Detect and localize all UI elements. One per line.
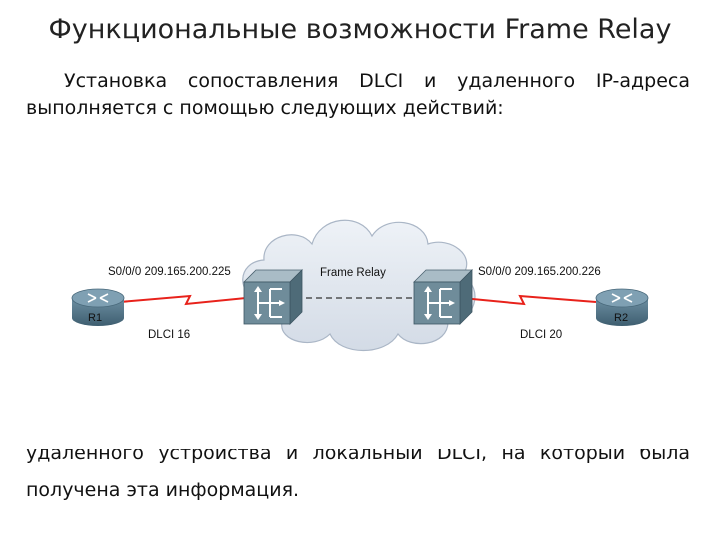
frame-relay-switch-left [243,269,303,325]
slide-title: Функциональные возможности Frame Relay [48,14,672,45]
bottom-line-1: удаленного устройства и локальный DLCI, … [26,449,690,469]
cloud-label: Frame Relay [320,267,386,279]
router-r2-label: R2 [614,312,628,324]
intro-line-2: выполняется с помощью следующих действий… [26,97,504,119]
router-r1-label: R1 [88,312,102,324]
serial-link-left [119,294,247,306]
intro-paragraph: Установка сопоставления DLCI и удаленног… [26,68,690,122]
frame-relay-switch-right [413,269,473,325]
r1-interface-label: S0/0/0 209.165.200.225 [108,266,231,278]
intro-line-1: Установка сопоставления DLCI и удаленног… [64,70,690,92]
bottom-paragraph: удаленного устройства и локальный DLCI, … [26,449,690,504]
serial-link-right [461,294,597,306]
router-r1: R1 [71,288,125,326]
bottom-line-1-text: удаленного устройства и локальный DLCI, … [26,449,690,464]
r2-interface-label: S0/0/0 209.165.200.226 [478,266,601,278]
dlci-right-label: DLCI 20 [520,329,562,341]
router-r2: R2 [595,288,649,326]
bottom-line-2: получена эта информация. [26,479,300,501]
dlci-left-label: DLCI 16 [148,329,190,341]
